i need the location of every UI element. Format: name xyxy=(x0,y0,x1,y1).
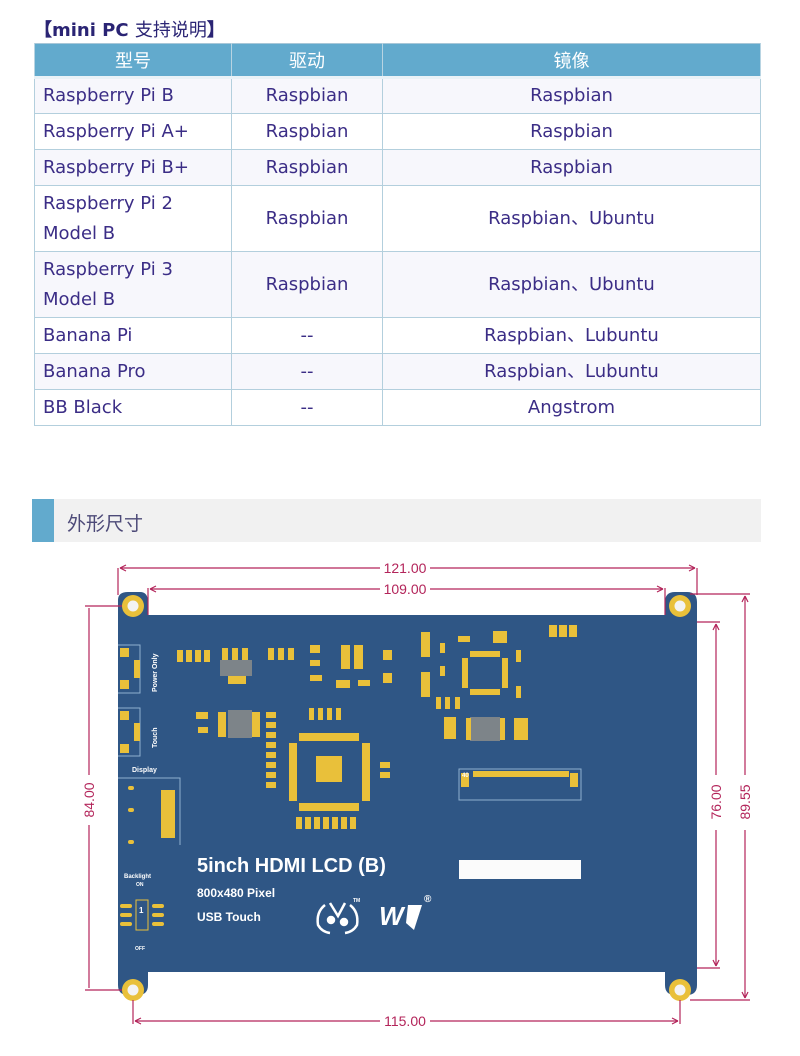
connector-pin-label: 40 xyxy=(462,773,469,779)
pcb-board xyxy=(118,592,697,995)
table-header-row: 型号 驱动 镜像 xyxy=(34,43,761,79)
display-label: Display xyxy=(132,767,157,774)
cell-driver: -- xyxy=(231,317,383,354)
dim-overall-width: 121.00 xyxy=(384,560,427,576)
resolution-label: 800x480 Pixel xyxy=(197,886,275,900)
cell-model: Raspberry Pi A+ xyxy=(34,113,232,150)
cell-model: Raspberry Pi 2 Model B xyxy=(34,185,232,252)
cell-image: Raspbian、Lubuntu xyxy=(382,353,761,390)
dim-left-height: 84.00 xyxy=(81,782,97,817)
table-row: Raspberry Pi B+ Raspbian Raspbian xyxy=(34,149,761,186)
usb-touch-label: USB Touch xyxy=(197,910,261,924)
switch-number: 1 xyxy=(139,906,144,915)
product-name: 5inch HDMI LCD (B) xyxy=(197,855,386,877)
dim-hole-width-top: 109.00 xyxy=(384,581,427,597)
dim-hole-width-bottom: 115.00 xyxy=(384,1013,426,1029)
mounting-hole-top-right xyxy=(669,595,691,617)
support-table: 型号 驱动 镜像 Raspberry Pi B Raspbian Raspbia… xyxy=(34,43,761,426)
cell-image: Angstrom xyxy=(382,389,761,426)
cell-image: Raspbian、Ubuntu xyxy=(382,251,761,318)
touch-port-label: Touch xyxy=(152,728,159,748)
mounting-hole-top-left xyxy=(122,595,144,617)
touch-connector xyxy=(118,707,141,757)
cell-model: Banana Pi xyxy=(34,317,232,354)
cell-driver: Raspbian xyxy=(231,251,383,318)
model-line1: Raspberry Pi 2 xyxy=(43,192,173,214)
cell-image: Raspbian xyxy=(382,149,761,186)
model-line2: Model B xyxy=(43,288,116,310)
dimensions-section-header: 外形尺寸 xyxy=(32,499,761,542)
dimensions-title: 外形尺寸 xyxy=(67,513,144,535)
raspberry-logo-icon xyxy=(316,902,359,935)
accent-bar xyxy=(32,499,54,542)
mounting-hole-bottom-left xyxy=(122,979,144,1001)
power-only-connector xyxy=(118,644,141,694)
model-line1: Raspberry Pi 3 xyxy=(43,258,173,280)
bracket-open: 【 xyxy=(34,20,52,41)
table-row: Raspberry Pi 2 Model B Raspbian Raspbian… xyxy=(34,185,761,252)
cell-driver: Raspbian xyxy=(231,185,383,252)
display-connector xyxy=(118,777,181,845)
table-row: Raspberry Pi A+ Raspbian Raspbian xyxy=(34,113,761,150)
backlight-switch xyxy=(120,899,164,931)
power-only-label: Power Only xyxy=(152,653,159,692)
cell-model: Banana Pro xyxy=(34,353,232,390)
bracket-close: 】 xyxy=(206,20,225,41)
cell-driver: -- xyxy=(231,353,383,390)
dimension-lines xyxy=(85,564,750,1025)
dimension-drawing: Power Only Touch Display Backlight ON 1 … xyxy=(81,560,753,1029)
header-image: 镜像 xyxy=(382,43,761,79)
trademark-mark: TM xyxy=(353,898,360,904)
waveshare-logo-icon: W xyxy=(379,901,422,931)
backlight-off-label: OFF xyxy=(135,946,145,952)
cell-model: Raspberry Pi B xyxy=(34,77,232,114)
board-cutout xyxy=(459,860,581,879)
svg-text:W: W xyxy=(379,901,406,931)
cell-image: Raspbian、Lubuntu xyxy=(382,317,761,354)
cell-driver: Raspbian xyxy=(231,149,383,186)
header-model: 型号 xyxy=(34,43,232,79)
table-row: Raspberry Pi 3 Model B Raspbian Raspbian… xyxy=(34,251,761,318)
mounting-hole-bottom-right xyxy=(669,979,691,1001)
pcb-components xyxy=(177,625,578,829)
cell-driver: Raspbian xyxy=(231,113,383,150)
support-section-title: 【mini PC 支持说明】 xyxy=(34,16,225,42)
fpc-connector-outline xyxy=(458,768,582,801)
cell-image: Raspbian、Ubuntu xyxy=(382,185,761,252)
registered-mark: ® xyxy=(424,894,432,905)
model-line2: Model B xyxy=(43,222,116,244)
cell-model: Raspberry Pi B+ xyxy=(34,149,232,186)
dim-overall-height: 89.55 xyxy=(737,784,753,819)
header-driver: 驱动 xyxy=(231,43,383,79)
table-row: BB Black -- Angstrom xyxy=(34,389,761,426)
title-cn: 支持说明 xyxy=(134,20,207,41)
table-row: Banana Pi -- Raspbian、Lubuntu xyxy=(34,317,761,354)
backlight-label: Backlight xyxy=(124,874,151,880)
cell-driver: -- xyxy=(231,389,383,426)
cell-model: BB Black xyxy=(34,389,232,426)
table-row: Raspberry Pi B Raspbian Raspbian xyxy=(34,77,761,114)
cell-driver: Raspbian xyxy=(231,77,383,114)
cell-image: Raspbian xyxy=(382,113,761,150)
cell-model: Raspberry Pi 3 Model B xyxy=(34,251,232,318)
dim-inner-height: 76.00 xyxy=(708,784,724,819)
title-latin: mini PC xyxy=(52,20,135,41)
table-row: Banana Pro -- Raspbian、Lubuntu xyxy=(34,353,761,390)
cell-image: Raspbian xyxy=(382,77,761,114)
backlight-on-label: ON xyxy=(136,882,144,888)
